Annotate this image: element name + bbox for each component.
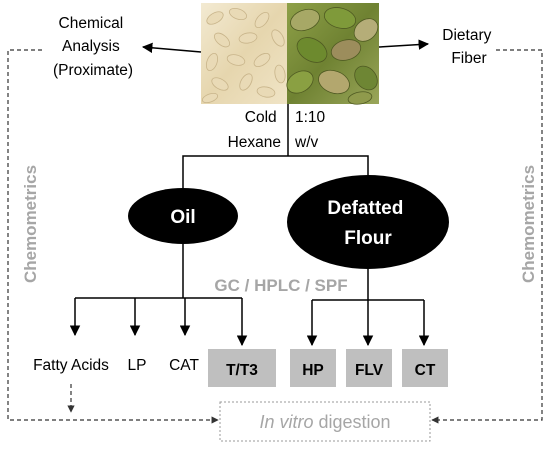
- chemical-analysis-label: Chemical Analysis (Proximate): [53, 15, 133, 79]
- split-connector: [182, 155, 369, 188]
- ct-box: [402, 349, 448, 387]
- fatty-acids-label: Fatty Acids: [33, 357, 109, 374]
- extraction-solvent-label: Cold Hexane: [228, 109, 281, 151]
- cat-label: CAT: [169, 357, 199, 374]
- chemometrics-left-label: Chemometrics: [21, 165, 40, 283]
- oil-node: [128, 188, 238, 244]
- hp-box: [290, 349, 336, 387]
- dashed-left-loop: [7, 49, 219, 424]
- dietary-fiber-label: Dietary Fiber: [442, 27, 495, 67]
- pine-nuts-icon: [201, 7, 286, 104]
- pistachios-icon: [286, 7, 379, 105]
- flv-label: FLV: [355, 362, 384, 379]
- dashed-right-loop: [431, 49, 543, 424]
- oil-label: Oil: [170, 207, 195, 228]
- t-t3-box: [208, 349, 276, 387]
- extraction-ratio-label: 1:10 w/v: [294, 109, 329, 151]
- arrow-to-dietary-fiber: [378, 39, 430, 50]
- hp-label: HP: [302, 362, 324, 379]
- lp-label: LP: [128, 357, 147, 374]
- in-vitro-digestion-label: In vitro digestion: [259, 412, 390, 432]
- methods-label: GC / HPLC / SPF: [214, 276, 347, 295]
- defatted-flour-node: [287, 175, 449, 269]
- defatted-flour-label: Defatted Flour: [327, 198, 408, 249]
- chemometrics-right-label: Chemometrics: [519, 165, 538, 283]
- seeds-photo: [201, 3, 379, 105]
- t-t3-label: T/T3: [226, 362, 258, 379]
- flv-box: [346, 349, 392, 387]
- ct-label: CT: [415, 362, 436, 379]
- arrow-to-chemical-analysis: [141, 42, 202, 54]
- in-vitro-digestion-box: [219, 401, 431, 442]
